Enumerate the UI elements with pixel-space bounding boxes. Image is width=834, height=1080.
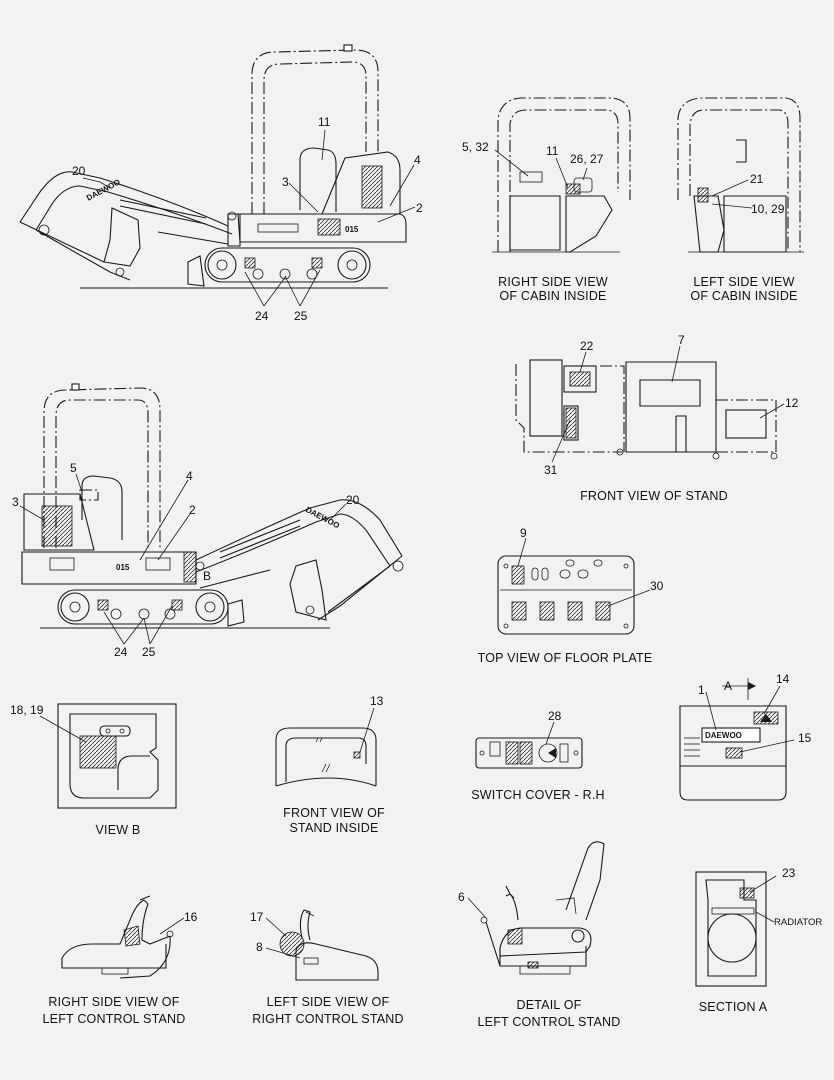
callout-28: 28 [548,709,562,723]
callout-2: 2 [189,503,196,517]
caption-lvr-2: RIGHT CONTROL STAND [252,1012,404,1026]
svg-text:015: 015 [116,563,130,572]
top-view-of-floor-plate: 9 30 TOP VIEW OF FLOOR PLATE [478,526,664,665]
engine-hood-view: DAEWOO 1 A 14 15 [679,672,812,801]
callout-3: 3 [12,495,19,509]
callout-24: 24 [114,645,128,659]
section-a: 23 RADIATOR SECTION A [695,866,822,1014]
callout-25: 25 [142,645,156,659]
caption-front-stand: FRONT VIEW OF STAND [580,489,728,503]
callout-4: 4 [414,153,421,167]
brand-decal: DAEWOO [705,731,742,740]
callout-4: 4 [186,469,193,483]
callout-A: A [724,679,732,693]
detail-left-control-stand: 6 DETAIL OF LEFT CONTROL STAND [458,841,621,1029]
caption-section-a: SECTION A [699,1000,768,1014]
caption-lvr: LEFT SIDE VIEW OF [267,995,390,1009]
front-view-of-stand: 22 7 12 31 FRONT VIEW OF STAND [515,333,799,503]
caption-stand-inside-2: STAND INSIDE [290,821,379,835]
callout-31: 31 [544,463,558,477]
callout-10-29: 10, 29 [751,202,785,216]
callout-17: 17 [250,910,264,924]
caption-right-cabin-2: OF CABIN INSIDE [499,289,606,303]
callout-11: 11 [318,115,331,129]
callout-23: 23 [782,866,796,880]
excavator-right-side-view: 015 DAEWOO [19,44,423,323]
radiator-label: RADIATOR [774,917,822,928]
view-b: 18, 19 VIEW B [10,703,177,837]
svg-text:DAEWOO: DAEWOO [304,505,341,530]
callout-2: 2 [416,201,423,215]
caption-detail-2: LEFT CONTROL STAND [478,1015,621,1029]
callout-18-19: 18, 19 [10,703,44,717]
callout-11: 11 [546,144,559,158]
callout-25: 25 [294,309,308,323]
caption-view-b: VIEW B [96,823,141,837]
left-side-right-control-stand: 17 8 LEFT SIDE VIEW OF RIGHT CONTROL STA… [250,909,404,1026]
left-side-cabin-inside: 21 10, 29 LEFT SIDE VIEW OF CABIN INSIDE [677,97,804,303]
front-view-of-stand-inside: 13 FRONT VIEW OF STAND INSIDE [275,694,385,835]
caption-left-cabin: LEFT SIDE VIEW [693,275,794,289]
callout-30: 30 [650,579,664,593]
callout-5: 5 [70,461,77,475]
caption-left-cabin-2: OF CABIN INSIDE [690,289,797,303]
callout-3: 3 [282,175,289,189]
callout-26-27: 26, 27 [570,152,604,166]
caption-top-floor: TOP VIEW OF FLOOR PLATE [478,651,653,665]
callout-24: 24 [255,309,269,323]
caption-rvl: RIGHT SIDE VIEW OF [48,995,179,1009]
caption-right-cabin: RIGHT SIDE VIEW [498,275,608,289]
caption-stand-inside: FRONT VIEW OF [283,806,385,820]
callout-9: 9 [520,526,527,540]
callout-5-32: 5, 32 [462,140,489,154]
caption-switch-cover: SWITCH COVER - R.H [471,788,604,802]
callout-8: 8 [256,940,263,954]
callout-20: 20 [346,493,360,507]
svg-text:015: 015 [345,225,359,234]
caption-detail: DETAIL OF [516,998,581,1012]
callout-13: 13 [370,694,384,708]
callout-6: 6 [458,890,465,904]
callout-15: 15 [798,731,812,745]
callout-12: 12 [785,396,799,410]
caption-rvl-2: LEFT CONTROL STAND [43,1012,186,1026]
callout-20: 20 [72,164,86,178]
callout-21: 21 [750,172,764,186]
right-side-cabin-inside: 5, 32 11 26, 27 RIGHT SIDE VIEW OF CABIN… [462,97,631,303]
callout-22: 22 [580,339,594,353]
callout-16: 16 [184,910,198,924]
callout-14: 14 [776,672,790,686]
callout-7: 7 [678,333,685,347]
excavator-left-side-view: 015 DAEWOO 5 [12,383,404,659]
right-side-left-control-stand: 16 RIGHT SIDE VIEW OF LEFT CONTROL STAND [43,895,198,1026]
switch-cover-rh: 28 SWITCH COVER - R.H [471,709,604,802]
svg-text:DAEWOO: DAEWOO [85,177,122,202]
callout-1: 1 [698,683,705,697]
callout-B: B [203,569,211,583]
